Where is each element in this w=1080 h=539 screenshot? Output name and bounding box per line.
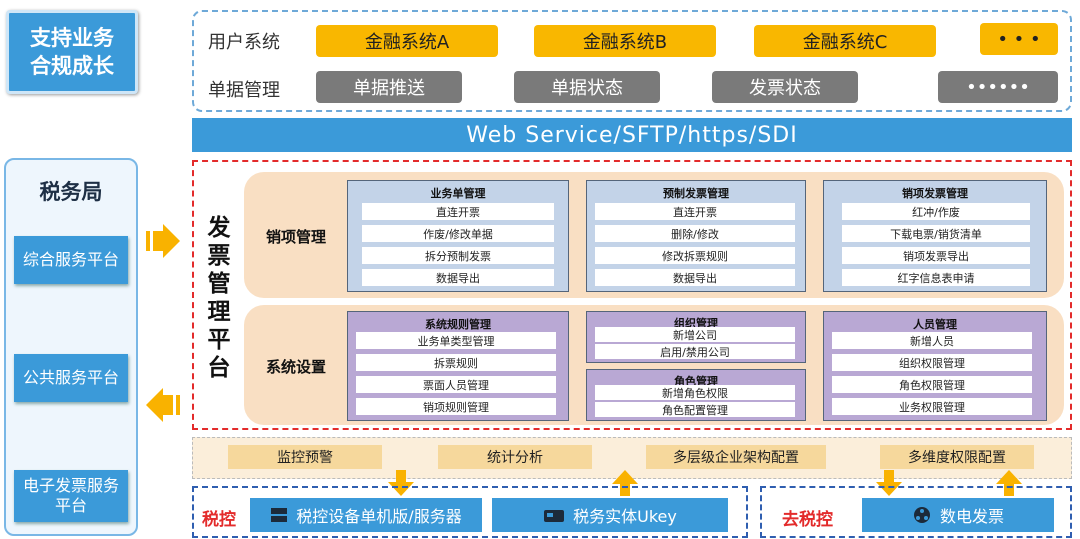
preinvoice-module: 预制发票管理 直连开票 删除/修改 修改拆票规则 数据导出 [586, 180, 806, 292]
doc-mgmt-label: 单据管理 [208, 80, 280, 101]
org-module: 组织管理 新增公司 启用/禁用公司 [586, 311, 806, 363]
ukey-icon [544, 510, 565, 522]
module-title: 预制发票管理 [663, 187, 729, 200]
server-icon [271, 508, 288, 522]
platform-einvoice-service[interactable]: 电子发票服务平台 [14, 470, 128, 522]
module-item[interactable]: 销项规则管理 [356, 398, 556, 415]
platform-title-char: 台 [207, 355, 231, 381]
platform-comprehensive-service[interactable]: 综合服务平台 [14, 236, 128, 284]
module-item[interactable]: 组织权限管理 [832, 354, 1032, 371]
slogan-line-1: 支持业务 [30, 26, 114, 50]
user-system-label: 用户系统 [208, 32, 280, 53]
module-item[interactable]: 红冲/作废 [842, 203, 1030, 220]
module-item[interactable]: 作废/修改单据 [362, 225, 554, 242]
arrow-up-icon [996, 470, 1022, 496]
protocol-bar: Web Service/SFTP/https/SDI [192, 118, 1072, 152]
module-item[interactable]: 新增人员 [832, 332, 1032, 349]
module-item[interactable]: 数据导出 [595, 269, 795, 286]
sales-label: 销项管理 [266, 228, 327, 246]
output-invoice-module: 销项发票管理 红冲/作废 下载电票/销货清单 销项发票导出 红字信息表申请 [823, 180, 1047, 292]
tax-control-area [192, 486, 748, 538]
invoice-platform-frame [192, 160, 1072, 430]
slogan-badge: 支持业务 合规成长 [6, 10, 138, 94]
module-item[interactable]: 启用/禁用公司 [595, 344, 795, 359]
module-item[interactable]: 角色配置管理 [595, 402, 795, 417]
business-doc-module: 业务单管理 直连开票 作废/修改单据 拆分预制发票 数据导出 [347, 180, 569, 292]
network-icon [913, 507, 930, 523]
module-item[interactable]: 业务单类型管理 [356, 332, 556, 349]
module-item[interactable]: 直连开票 [362, 203, 554, 220]
rules-module: 系统规则管理 业务单类型管理 拆票规则 票面人员管理 销项规则管理 [347, 311, 569, 421]
ukey-label: 税务实体Ukey [573, 507, 677, 526]
arrow-left-icon [146, 388, 180, 422]
arrow-right-icon [146, 224, 180, 258]
module-item[interactable]: 拆票规则 [356, 354, 556, 371]
tax-control-label: 税控 [202, 510, 236, 530]
more-docs[interactable]: •••••• [938, 71, 1058, 103]
platform-title-char: 理 [207, 299, 231, 325]
module-title: 销项发票管理 [902, 187, 968, 200]
doc-status[interactable]: 单据状态 [514, 71, 660, 103]
finance-system-a[interactable]: 金融系统A [316, 25, 498, 57]
arrow-down-icon [876, 470, 902, 496]
finance-system-c[interactable]: 金融系统C [754, 25, 936, 57]
module-title: 组织管理 [674, 317, 718, 330]
module-title: 业务单管理 [430, 187, 486, 200]
multi-level-config-button[interactable]: 多层级企业架构配置 [646, 445, 826, 469]
platform-title: 发 票 管 理 平 台 [204, 214, 234, 382]
module-item[interactable]: 销项发票导出 [842, 247, 1030, 264]
digital-invoice-button[interactable]: 数电发票 [862, 498, 1054, 532]
module-item[interactable]: 下载电票/销货清单 [842, 225, 1030, 242]
monitor-alert-button[interactable]: 监控预警 [228, 445, 382, 469]
detax-area [760, 486, 1072, 538]
ukey-button[interactable]: 税务实体Ukey [492, 498, 728, 532]
more-systems[interactable]: • • • [980, 23, 1058, 55]
tax-device-label: 税控设备单机版/服务器 [296, 507, 462, 526]
module-item[interactable]: 新增公司 [595, 327, 795, 342]
role-module: 角色管理 新增角色权限 角色配置管理 [586, 369, 806, 421]
doc-push[interactable]: 单据推送 [316, 71, 462, 103]
slogan-line-2: 合规成长 [30, 54, 114, 78]
module-item[interactable]: 红字信息表申请 [842, 269, 1030, 286]
settings-label: 系统设置 [266, 358, 327, 376]
module-item[interactable]: 删除/修改 [595, 225, 795, 242]
platform-public-service[interactable]: 公共服务平台 [14, 354, 128, 402]
arrow-up-icon [612, 470, 638, 496]
platform-title-char: 管 [207, 271, 231, 297]
arrow-down-icon [388, 470, 414, 496]
platform-title-char: 票 [207, 243, 231, 269]
user-system-area [192, 10, 1072, 112]
finance-system-b[interactable]: 金融系统B [534, 25, 716, 57]
digital-invoice-label: 数电发票 [939, 507, 1004, 526]
stats-analysis-button[interactable]: 统计分析 [438, 445, 592, 469]
module-item[interactable]: 直连开票 [595, 203, 795, 220]
detax-label: 去税控 [782, 510, 833, 530]
tax-bureau-title: 税务局 [39, 180, 103, 204]
module-item[interactable]: 业务权限管理 [832, 398, 1032, 415]
module-title: 系统规则管理 [425, 318, 491, 331]
tax-device-button[interactable]: 税控设备单机版/服务器 [250, 498, 482, 532]
platform-title-char: 平 [207, 327, 231, 353]
invoice-status[interactable]: 发票状态 [712, 71, 858, 103]
module-title: 角色管理 [674, 375, 718, 388]
module-item[interactable]: 新增角色权限 [595, 385, 795, 400]
staff-module: 人员管理 新增人员 组织权限管理 角色权限管理 业务权限管理 [823, 311, 1047, 421]
module-item[interactable]: 票面人员管理 [356, 376, 556, 393]
module-item[interactable]: 拆分预制发票 [362, 247, 554, 264]
module-item[interactable]: 角色权限管理 [832, 376, 1032, 393]
module-item[interactable]: 修改拆票规则 [595, 247, 795, 264]
module-item[interactable]: 数据导出 [362, 269, 554, 286]
module-title: 人员管理 [913, 318, 957, 331]
platform-title-char: 发 [207, 215, 231, 241]
multi-dim-permission-button[interactable]: 多维度权限配置 [880, 445, 1034, 469]
